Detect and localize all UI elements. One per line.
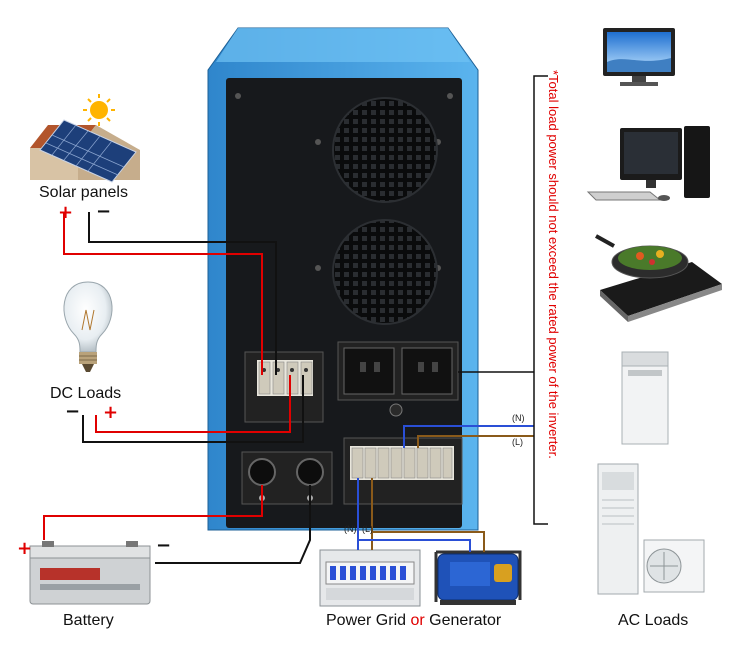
ac-loads-label: AC Loads bbox=[618, 612, 689, 629]
dc-loads-plus-sign: + bbox=[103, 402, 119, 423]
induction-cooker-icon bbox=[595, 234, 722, 322]
dc-loads-minus-sign: − bbox=[65, 401, 81, 422]
battery-plus-sign: + bbox=[17, 538, 33, 559]
solar-minus-sign: − bbox=[96, 201, 112, 222]
load-power-note: *Total load power should not exceed the … bbox=[541, 70, 561, 540]
ac-loads-bracket bbox=[533, 75, 548, 525]
dc-load-positive-wire bbox=[95, 375, 291, 433]
solar-plus-sign: + bbox=[58, 202, 74, 223]
battery-minus-sign: − bbox=[156, 535, 172, 556]
neutral-tag-input: (N) bbox=[344, 524, 357, 534]
live-tag-output: (L) bbox=[512, 437, 523, 447]
dc-loads-label: DC Loads bbox=[50, 385, 122, 402]
solar-panel-illustration bbox=[30, 94, 140, 183]
cooling-fan-bottom bbox=[332, 219, 438, 325]
power-grid-text: Power Grid bbox=[326, 612, 407, 629]
power-grid-generator-label: Power Grid or Generator bbox=[326, 612, 501, 630]
battery-negative-wire bbox=[155, 485, 311, 564]
cooling-fan-top bbox=[332, 97, 438, 203]
battery-positive-wire bbox=[43, 485, 263, 540]
battery-illustration bbox=[29, 541, 151, 605]
battery-label: Battery bbox=[63, 612, 114, 629]
neutral-tag-output: (N) bbox=[512, 413, 525, 423]
desktop-computer-icon bbox=[586, 126, 710, 201]
air-conditioner-icon bbox=[597, 463, 705, 595]
tv-icon bbox=[603, 28, 675, 86]
grid-breaker-panel bbox=[319, 549, 421, 607]
or-text: or bbox=[410, 612, 425, 629]
light-bulb-icon bbox=[63, 281, 113, 372]
dc-load-negative-wire bbox=[82, 375, 304, 443]
washing-machine-icon bbox=[621, 351, 669, 445]
live-tag-input: (L) bbox=[362, 524, 373, 534]
solar-negative-wire bbox=[88, 212, 277, 375]
generator-illustration bbox=[434, 550, 522, 605]
load-power-note-text: *Total load power should not exceed the … bbox=[546, 70, 561, 459]
solar-positive-wire bbox=[63, 212, 263, 375]
inverter bbox=[207, 27, 479, 531]
generator-text: Generator bbox=[429, 612, 502, 629]
sun-icon bbox=[90, 101, 108, 119]
solar-panels-label: Solar panels bbox=[39, 184, 128, 201]
